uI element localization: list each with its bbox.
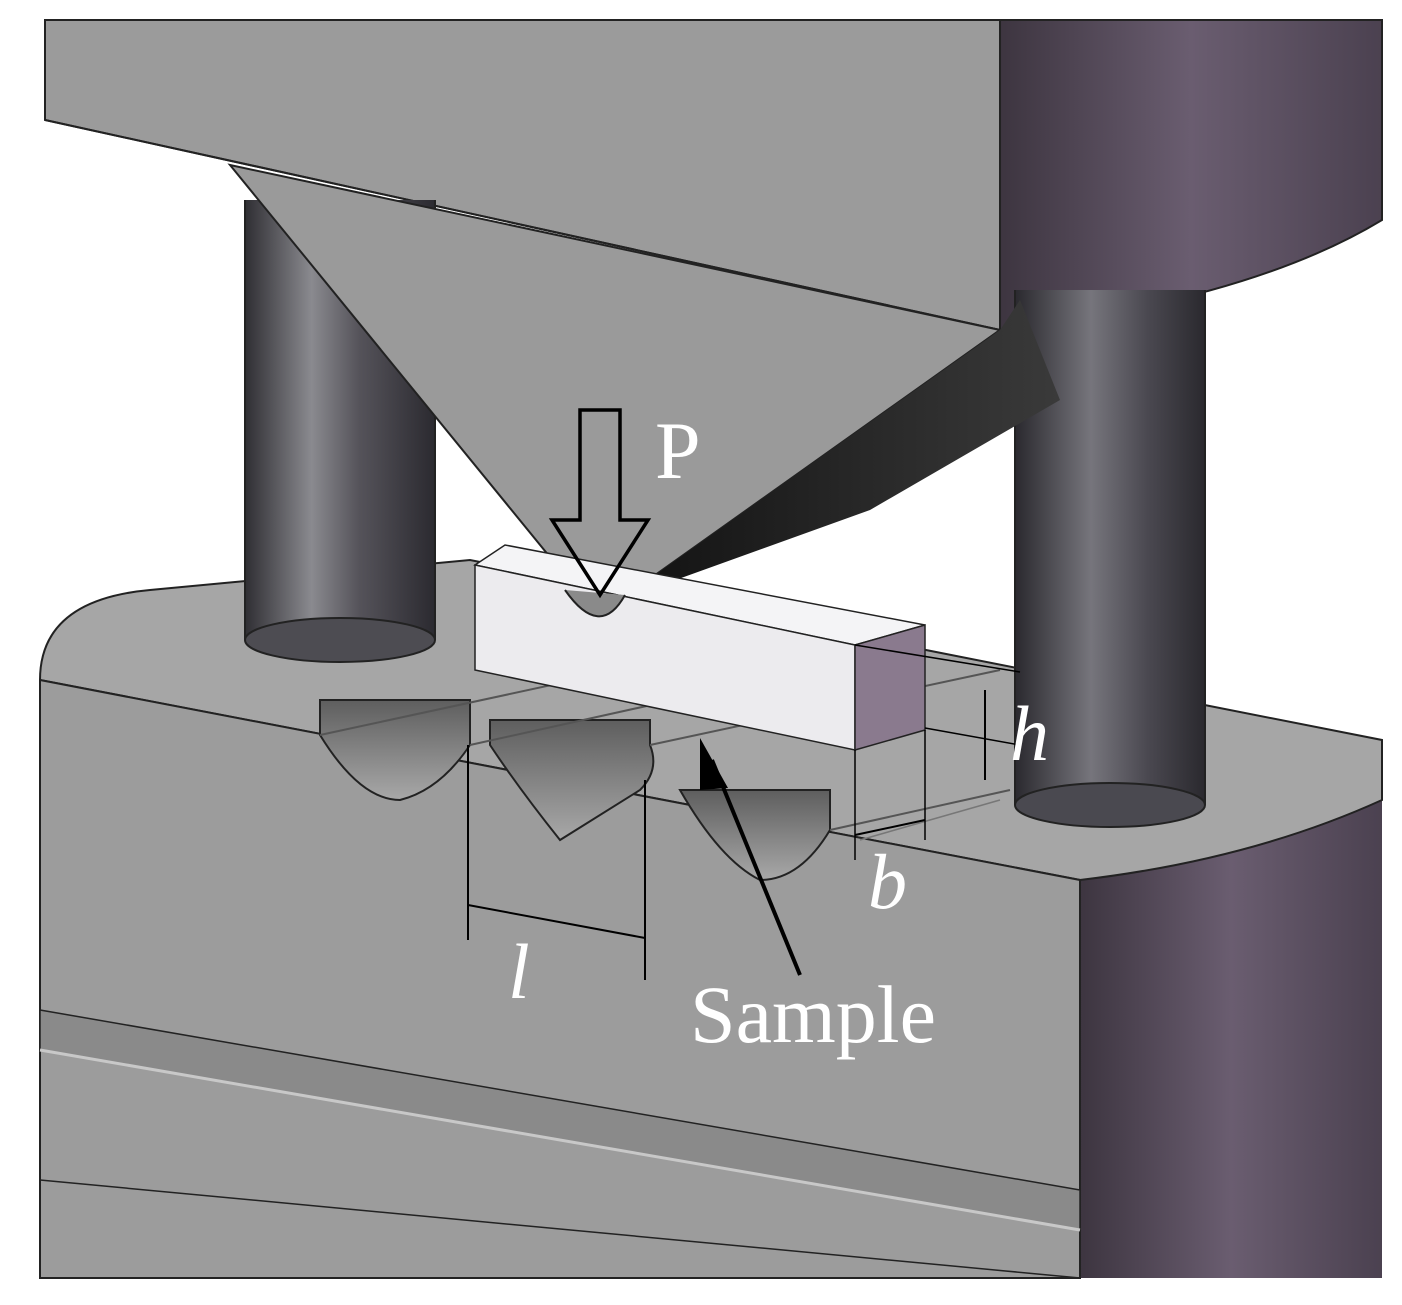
dimension-label-h: h — [1010, 690, 1049, 777]
load-arrow-icon — [548, 408, 652, 599]
dimension-label-l: l — [508, 928, 530, 1015]
dimension-l — [467, 745, 646, 980]
upper-crosshead — [44, 19, 1383, 332]
dimension-h — [854, 644, 1021, 780]
dimension-label-b: b — [868, 838, 907, 925]
sample-bar — [473, 544, 926, 751]
sample-pointer-arrow-icon — [700, 738, 802, 976]
sample-label: Sample — [690, 969, 936, 1060]
load-label-p: P — [655, 405, 701, 496]
dimension-b — [854, 730, 926, 860]
